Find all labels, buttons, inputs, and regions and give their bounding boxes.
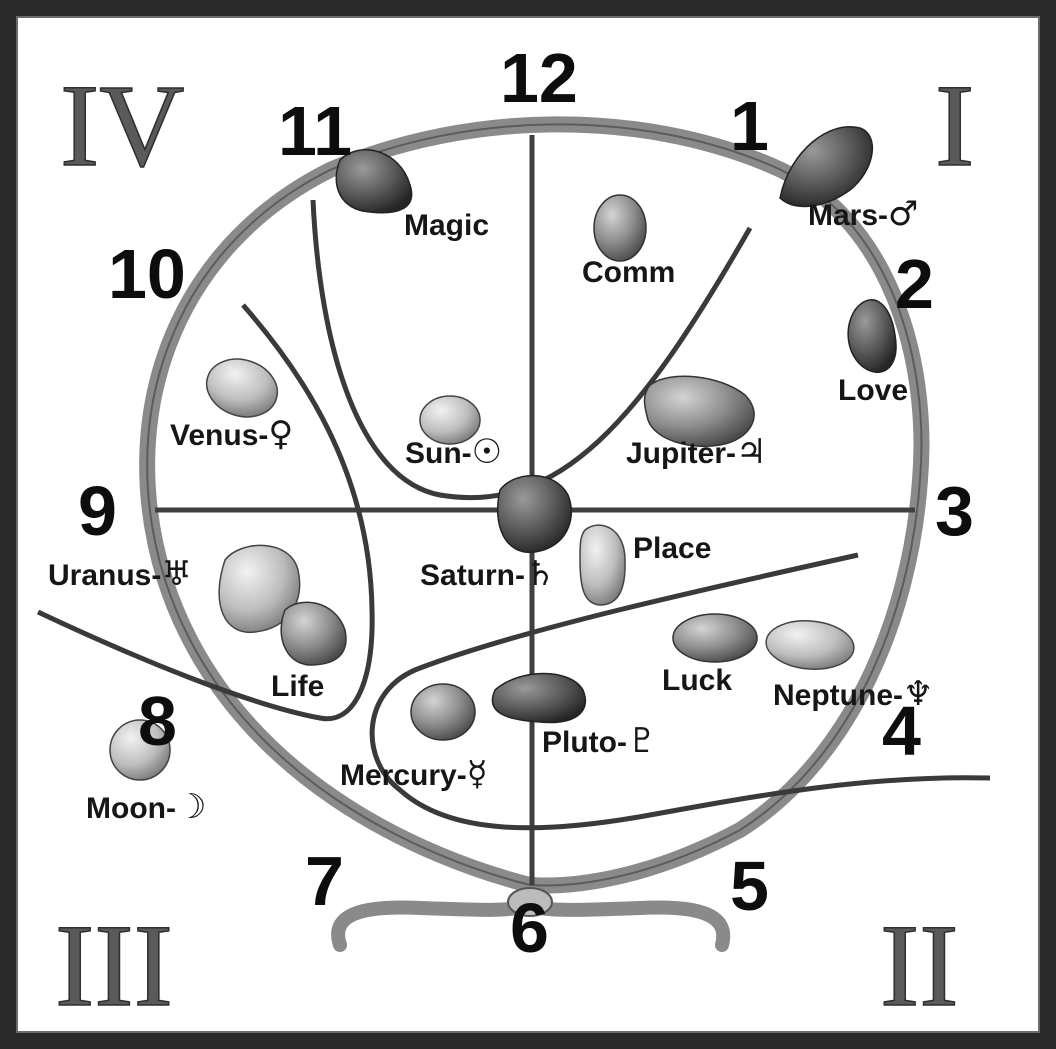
quadrant-label-i: I [935, 60, 974, 191]
neptune-icon: ♆ [903, 674, 933, 714]
mars-icon: ♂ [888, 194, 918, 234]
label-saturn-text: Saturn- [420, 559, 525, 592]
label-sun-text: Sun- [405, 437, 472, 470]
pluto-icon: ♇ [627, 721, 657, 761]
stone-pluto [492, 674, 585, 723]
label-life: Life [271, 670, 324, 703]
label-moon: Moon-☽ [86, 787, 206, 827]
label-place: Place [633, 532, 711, 565]
label-uranus-text: Uranus- [48, 559, 161, 592]
number-8: 8 [138, 682, 177, 760]
label-uranus: Uranus-♅ [48, 554, 192, 594]
number-2: 2 [895, 245, 934, 323]
jupiter-icon: ♃ [736, 432, 766, 472]
label-venus-text: Venus- [170, 419, 268, 452]
label-love: Love [838, 374, 908, 407]
label-mars-text: Mars- [808, 199, 888, 232]
label-mercury-text: Mercury- [340, 759, 467, 792]
stone-life [281, 602, 346, 665]
mercury-icon: ☿ [467, 754, 488, 794]
label-pluto-text: Pluto- [542, 726, 627, 759]
number-12: 12 [500, 39, 578, 117]
stone-saturn [498, 476, 572, 553]
label-neptune: Neptune-♆ [773, 674, 933, 714]
sun-icon: ☉ [472, 432, 502, 472]
label-mars: Mars-♂ [808, 194, 919, 234]
stone-mercury [411, 684, 475, 740]
uranus-icon: ♅ [161, 554, 191, 594]
stone-love [848, 300, 896, 373]
label-moon-text: Moon- [86, 792, 176, 825]
quadrant-label-iii: III [55, 900, 173, 1031]
number-9: 9 [78, 472, 117, 550]
label-sun: Sun-☉ [405, 432, 502, 472]
quadrant-label-ii: II [880, 900, 959, 1031]
quadrant-label-iv: IV [60, 60, 185, 191]
label-magic: Magic [404, 209, 489, 242]
saturn-icon: ♄ [525, 554, 555, 594]
number-1: 1 [730, 87, 769, 165]
moon-icon: ☽ [176, 787, 206, 827]
label-jupiter-text: Jupiter- [626, 437, 736, 470]
number-3: 3 [935, 472, 974, 550]
stone-mars [780, 127, 872, 207]
stone-luck [673, 614, 757, 662]
number-11: 11 [278, 92, 352, 170]
label-saturn: Saturn-♄ [420, 554, 555, 594]
number-7: 7 [305, 842, 344, 920]
stone-comm [594, 195, 646, 261]
stone-neptune [764, 617, 856, 672]
label-jupiter: Jupiter-♃ [626, 432, 767, 472]
label-neptune-text: Neptune- [773, 679, 903, 712]
number-5: 5 [730, 847, 769, 925]
number-6: 6 [510, 889, 549, 967]
label-pluto: Pluto-♇ [542, 721, 657, 761]
label-comm: Comm [582, 256, 675, 289]
label-luck: Luck [662, 664, 732, 697]
label-mercury: Mercury-☿ [340, 754, 488, 794]
number-10: 10 [108, 235, 186, 313]
stone-place [580, 525, 625, 605]
venus-icon: ♀ [268, 414, 293, 454]
label-venus: Venus-♀ [170, 414, 293, 454]
